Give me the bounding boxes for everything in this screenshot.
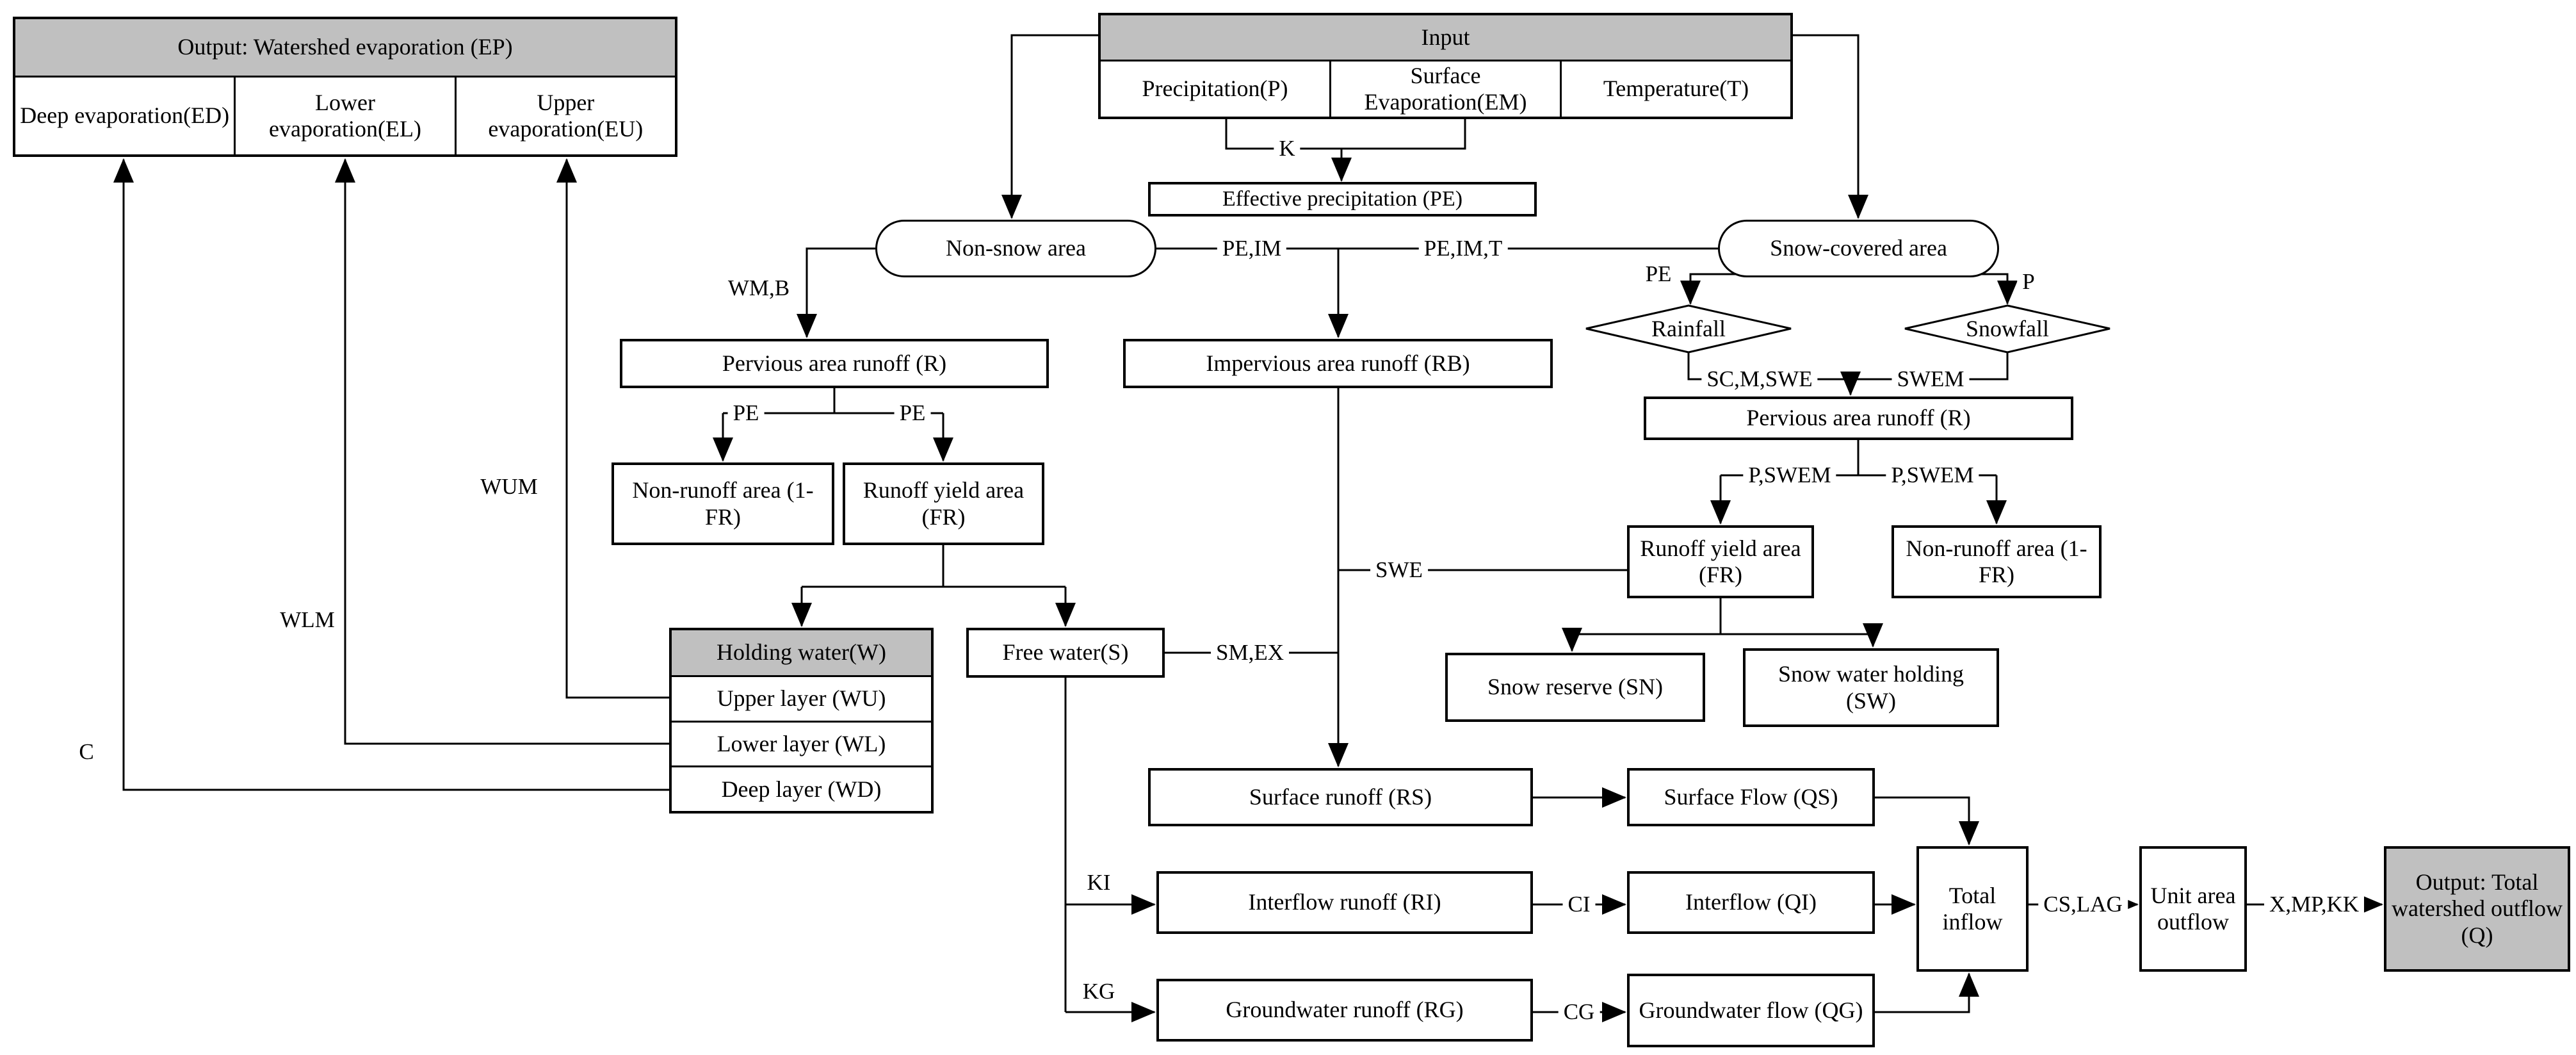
wire-k-bracket <box>1225 119 1466 150</box>
node-upper-layer: Upper layer (WU) <box>672 677 931 723</box>
node-snow-water-holding: Snow water holding (SW) <box>1743 648 1999 727</box>
node-surface-runoff: Surface runoff (RS) <box>1148 768 1533 826</box>
edge-label-pe-im: PE,IM <box>1217 236 1287 261</box>
edge-label-pe-split-right: PE <box>894 400 931 426</box>
node-output-total-outflow: Output: Total watershed outflow (Q) <box>2384 846 2570 972</box>
node-total-inflow: Total inflow <box>1916 846 2029 972</box>
wire-input-to-snow <box>1793 34 1868 219</box>
wire-evap-wlm <box>335 158 669 745</box>
holding-water-group: Holding water(W) Upper layer (WU) Lower … <box>669 628 934 814</box>
input-header: Input <box>1101 15 1790 61</box>
edge-label-x-mp-kk: X,MP,KK <box>2264 892 2365 917</box>
wire-evap-c <box>113 158 669 791</box>
node-lower-evaporation: Lower evaporation(EL) <box>234 78 454 154</box>
edge-label-p-snow: P <box>2017 269 2040 295</box>
node-rainfall: Rainfall <box>1651 315 1726 341</box>
node-snow-covered-area: Snow-covered area <box>1718 220 1999 277</box>
edge-label-cs-lag: CS,LAG <box>2038 892 2128 917</box>
edge-label-k: K <box>1274 136 1300 161</box>
wire-nonsnow-wmb <box>797 247 875 338</box>
wire-pe-rainfall <box>1680 273 1747 305</box>
node-non-runoff-right: Non-runoff area (1-FR) <box>1891 525 2102 598</box>
edge-label-kg: KG <box>1077 979 1121 1004</box>
node-snow-reserve: Snow reserve (SN) <box>1445 653 1705 722</box>
edge-label-sm-ex: SM,EX <box>1211 640 1289 666</box>
node-upper-evaporation: Upper evaporation(EU) <box>454 78 675 154</box>
edge-label-p-swem-right: P,SWEM <box>1886 462 1979 488</box>
node-deep-layer: Deep layer (WD) <box>721 776 882 802</box>
edge-label-wum: WUM <box>475 474 543 500</box>
node-interflow: Interflow (QI) <box>1627 871 1875 934</box>
edge-label-wm-b: WM,B <box>722 275 795 301</box>
snowfall-diamond-shape <box>1904 304 2110 354</box>
node-surface-evaporation: Surface Evaporation(EM) <box>1329 61 1560 117</box>
edge-label-p-swem-left: P,SWEM <box>1743 462 1836 488</box>
node-temperature: Temperature(T) <box>1560 61 1790 117</box>
wire-p-snowfall <box>1970 273 2018 305</box>
node-interflow-runoff: Interflow runoff (RI) <box>1156 871 1533 934</box>
input-group: Input Precipitation(P) Surface Evaporati… <box>1098 13 1793 119</box>
edge-label-cg: CG <box>1558 999 1600 1025</box>
node-pervious-runoff-right: Pervious area runoff (R) <box>1644 397 2073 440</box>
wire-evap-wum <box>556 158 669 699</box>
edge-label-sc-m-swe: SC,M,SWE <box>1701 366 1818 392</box>
node-precipitation: Precipitation(P) <box>1142 76 1288 102</box>
wire-qs-total <box>1875 796 1979 846</box>
edge-label-wlm: WLM <box>275 607 340 633</box>
rainfall-diamond-shape <box>1585 304 1792 354</box>
edge-label-c: C <box>74 739 99 765</box>
node-runoff-yield-left: Runoff yield area (FR) <box>843 462 1044 545</box>
edge-label-pe-rain: PE <box>1640 261 1677 287</box>
input-cells: Precipitation(P) Surface Evaporation(EM)… <box>1101 61 1790 117</box>
edge-label-ki: KI <box>1081 870 1116 896</box>
node-lower-layer: Lower layer (WL) <box>672 723 931 768</box>
node-impervious-runoff: Impervious area runoff (RB) <box>1123 339 1553 388</box>
node-free-water: Free water(S) <box>966 628 1165 678</box>
output-evaporation-group: Output: Watershed evaporation (EP) Deep … <box>13 17 677 157</box>
node-runoff-yield-right: Runoff yield area (FR) <box>1627 525 1814 598</box>
edge-label-pe-split-left: PE <box>727 400 765 426</box>
node-groundwater-runoff: Groundwater runoff (RG) <box>1156 979 1533 1042</box>
node-snowfall: Snowfall <box>1966 315 2049 341</box>
edge-label-ci: CI <box>1562 892 1596 917</box>
output-evaporation-cells: Deep evaporation(ED) Lower evaporation(E… <box>15 78 675 154</box>
edge-label-pe-im-t: PE,IM,T <box>1418 236 1508 261</box>
node-non-snow-area: Non-snow area <box>875 220 1156 277</box>
node-effective-precipitation: Effective precipitation (PE) <box>1148 182 1537 217</box>
node-groundwater-flow: Groundwater flow (QG) <box>1627 974 1875 1047</box>
edge-label-swem: SWEM <box>1891 366 1970 392</box>
wire-qg-total <box>1875 972 1979 1013</box>
wire-input-to-nonsnow <box>1001 34 1098 219</box>
node-pervious-runoff-left: Pervious area runoff (R) <box>620 339 1049 388</box>
edge-label-swe: SWE <box>1370 557 1428 583</box>
output-evaporation-header: Output: Watershed evaporation (EP) <box>15 19 675 78</box>
node-unit-area-outflow: Unit area outflow <box>2139 846 2247 972</box>
node-surface-flow: Surface Flow (QS) <box>1627 768 1875 826</box>
holding-water-header: Holding water(W) <box>672 630 931 677</box>
node-deep-evaporation: Deep evaporation(ED) <box>20 102 230 129</box>
node-non-runoff-left: Non-runoff area (1-FR) <box>612 462 834 545</box>
